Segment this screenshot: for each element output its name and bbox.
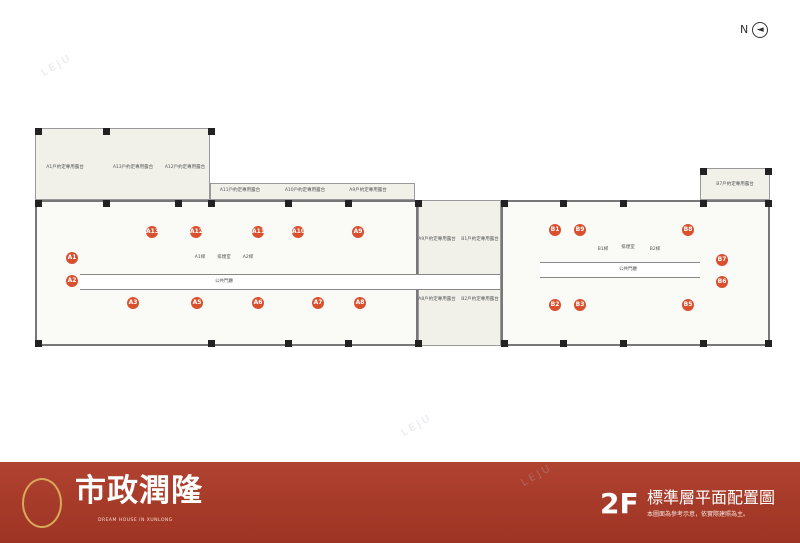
brand-logo-emblem <box>22 478 62 528</box>
balcony-strip <box>210 183 415 200</box>
room-label: 公共門廳 <box>619 266 637 272</box>
room-label: 公共門廳 <box>215 278 233 284</box>
structural-column <box>765 340 772 347</box>
unit-marker: B7 <box>716 254 728 266</box>
brand-name: 市政潤隆 <box>75 473 203 509</box>
structural-column <box>501 200 508 207</box>
structural-column <box>620 340 627 347</box>
structural-column <box>415 200 422 207</box>
balcony-label: A1戶約定專用露台 <box>46 164 84 170</box>
structural-column <box>560 200 567 207</box>
structural-column <box>208 340 215 347</box>
balcony-label: A11戶約定專用露台 <box>219 187 261 193</box>
structural-column <box>560 340 567 347</box>
structural-column <box>700 340 707 347</box>
room-label: B1梯 <box>597 246 609 252</box>
balcony-label: A13戶約定專用露台 <box>112 164 154 170</box>
north-label: N <box>740 23 749 36</box>
balcony-label: B2戶約定專用露台 <box>461 296 499 302</box>
unit-marker: A9 <box>352 226 364 238</box>
structural-column <box>345 200 352 207</box>
room-label: 排煙室 <box>621 244 635 250</box>
structural-column <box>103 128 110 135</box>
structural-column <box>620 200 627 207</box>
unit-marker: B5 <box>682 299 694 311</box>
structural-column <box>345 340 352 347</box>
unit-marker: B6 <box>716 276 728 288</box>
balcony-label: A8戶約定專用露台 <box>418 296 456 302</box>
corridor-a <box>80 274 500 290</box>
unit-marker: A2 <box>66 275 78 287</box>
balcony-label: A12戶約定專用露台 <box>164 164 206 170</box>
structural-column <box>415 340 422 347</box>
room-label: A1梯 <box>194 254 206 260</box>
balcony-label: A9戶約定專用露台 <box>349 187 387 193</box>
floor-number: 2F <box>600 487 639 520</box>
north-compass: N◄ <box>740 22 769 38</box>
plan-disclaimer: 本圖面為參考示意，依實際建照為主。 <box>647 511 750 518</box>
unit-marker: B8 <box>682 224 694 236</box>
balcony-block-center <box>418 200 501 346</box>
balcony-label: A10戶約定專用露台 <box>284 187 326 193</box>
unit-marker: A13 <box>146 226 159 238</box>
structural-column <box>208 200 215 207</box>
room-label: 排煙室 <box>217 254 231 260</box>
unit-marker: A12 <box>190 226 203 238</box>
structural-column <box>700 168 707 175</box>
wing-a <box>35 200 418 346</box>
brand-tagline: DREAM HOUSE IN XUNLONG <box>98 518 173 523</box>
unit-marker: A1 <box>66 252 78 264</box>
structural-column <box>35 200 42 207</box>
balcony-label: B7戶約定專用露台 <box>716 181 754 187</box>
compass-arrow-icon: ◄ <box>752 22 769 38</box>
structural-column <box>700 200 707 207</box>
unit-marker: A5 <box>191 297 203 309</box>
structural-column <box>35 340 42 347</box>
unit-marker: A6 <box>252 297 264 309</box>
unit-marker: A7 <box>312 297 324 309</box>
unit-marker: A10 <box>292 226 305 238</box>
structural-column <box>285 340 292 347</box>
unit-marker: B2 <box>549 299 561 311</box>
structural-column <box>765 168 772 175</box>
structural-column <box>35 128 42 135</box>
structural-column <box>103 200 110 207</box>
unit-marker: B9 <box>574 224 586 236</box>
unit-marker: A11 <box>252 226 265 238</box>
corridor-b <box>540 262 700 278</box>
room-label: A2梯 <box>242 254 254 260</box>
balcony-label: B1戶約定專用露台 <box>461 236 499 242</box>
balcony-label: A9戶約定專用露台 <box>418 236 456 242</box>
unit-marker: B3 <box>574 299 586 311</box>
unit-marker: A8 <box>354 297 366 309</box>
structural-column <box>765 200 772 207</box>
footer-banner <box>0 462 800 543</box>
unit-marker: A3 <box>127 297 139 309</box>
structural-column <box>175 200 182 207</box>
balcony-block-east <box>700 168 770 200</box>
structural-column <box>501 340 508 347</box>
structural-column <box>285 200 292 207</box>
structural-column <box>208 128 215 135</box>
balcony-block-north <box>35 128 210 200</box>
room-label: B2梯 <box>649 246 661 252</box>
unit-marker: B1 <box>549 224 561 236</box>
plan-title: 標準層平面配置圖 <box>647 488 776 507</box>
